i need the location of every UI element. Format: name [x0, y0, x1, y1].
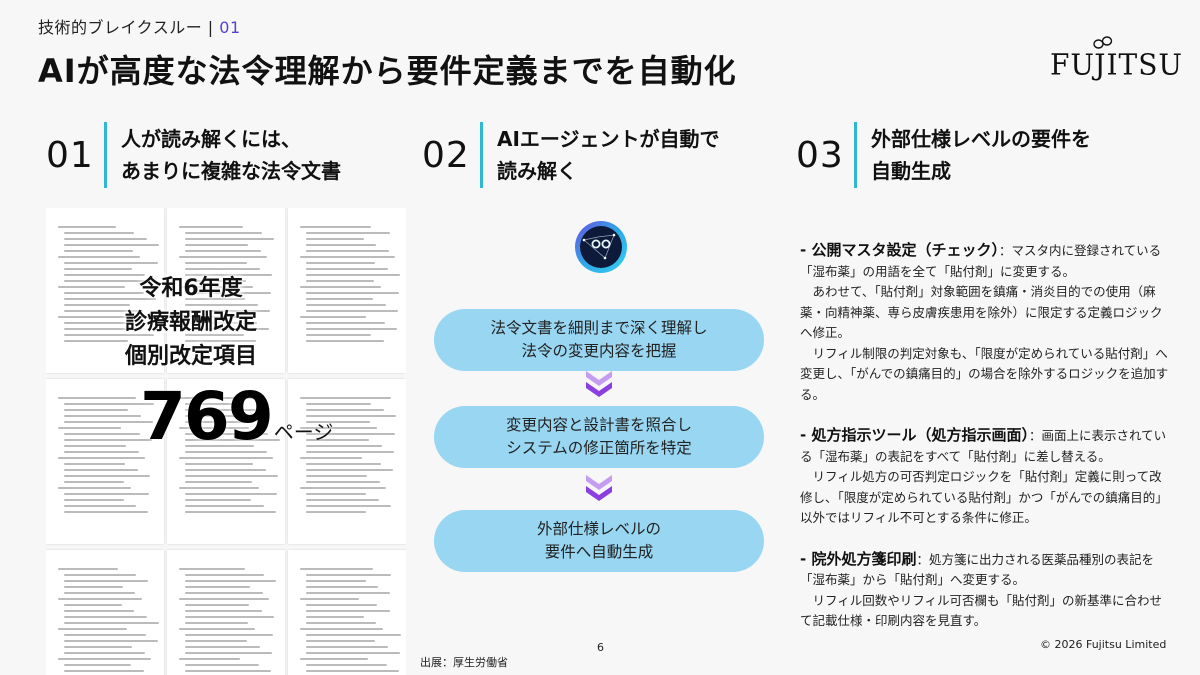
step-number: 02	[422, 134, 470, 176]
ai-agent-icon	[575, 221, 627, 273]
document-page-thumbnail	[167, 379, 285, 544]
document-page-thumbnail	[167, 550, 285, 675]
flow-step-understand: 法令文書を細則まで深く理解し法令の変更内容を把握	[434, 309, 764, 371]
infinity-mark-icon	[1093, 36, 1113, 49]
document-thumbnails	[46, 208, 406, 675]
step-number: 03	[796, 134, 844, 176]
step-label: 外部仕様レベルの要件を自動生成	[871, 127, 1091, 183]
step-number: 01	[46, 134, 94, 176]
page-count-number: 769	[140, 378, 274, 455]
document-page-thumbnail	[288, 208, 406, 373]
step-header-01: 01 人が読み解くには、あまりに複雑な法令文書	[46, 120, 341, 190]
document-page-thumbnail	[288, 379, 406, 544]
flow-step-identify: 変更内容と設計書を照合しシステムの修正箇所を特定	[434, 406, 764, 468]
page-count: 769 ページ	[140, 378, 333, 455]
page-count-unit: ページ	[273, 420, 334, 444]
step-header-03: 03 外部仕様レベルの要件を自動生成	[796, 120, 1091, 190]
page-title: AIが高度な法令理解から要件定義までを自動化	[38, 52, 737, 90]
document-page-thumbnail	[46, 379, 164, 544]
accent-bar	[854, 122, 857, 188]
step-label: 人が読み解くには、あまりに複雑な法令文書	[121, 127, 341, 183]
breadcrumb: 技術的ブレイクスルー | 01	[38, 14, 241, 38]
requirement-details: - 公開マスタ設定（チェック）：マスタ内に登録されている「湿布薬」の用語を全て「…	[800, 240, 1170, 652]
document-page-thumbnail	[46, 208, 164, 373]
chevron-down-icon	[586, 475, 612, 501]
breadcrumb-label: 技術的ブレイクスルー	[38, 18, 203, 37]
document-title: 令和6年度 診療報酬改定 個別改定項目	[124, 276, 257, 369]
breadcrumb-separator: |	[202, 18, 220, 37]
document-page-thumbnail	[46, 550, 164, 675]
detail-public-master: - 公開マスタ設定（チェック）：マスタ内に登録されている「湿布薬」の用語を全て「…	[800, 241, 1169, 402]
step-label: AIエージェントが自動で読み解く	[497, 127, 720, 183]
source-note: 出展：厚生労働省	[420, 656, 508, 669]
detail-outpatient-print: - 院外処方箋印刷：処方箋に出力される医薬品種別の表記を「湿布薬」から「貼付剤」…	[800, 549, 1163, 629]
fujitsu-logo: FUJITSU	[1050, 36, 1182, 86]
step-header-02: 02 AIエージェントが自動で読み解く	[422, 120, 720, 190]
accent-bar	[104, 122, 107, 188]
document-page-thumbnail	[167, 208, 285, 373]
accent-bar	[480, 122, 483, 188]
detail-prescription-tool: - 処方指示ツール（処方指示画面）：画面上に表示されている「湿布薬」の表記をすべ…	[800, 426, 1168, 525]
flow-step-generate: 外部仕様レベルの要件へ自動生成	[434, 510, 764, 572]
document-page-thumbnail	[288, 550, 406, 675]
breadcrumb-number: 01	[219, 18, 241, 37]
chevron-down-icon	[586, 371, 612, 397]
page-number: 6	[597, 641, 604, 654]
logo-wordmark: FUJITSU	[1050, 47, 1184, 82]
copyright: © 2026 Fujitsu Limited	[1040, 638, 1167, 651]
